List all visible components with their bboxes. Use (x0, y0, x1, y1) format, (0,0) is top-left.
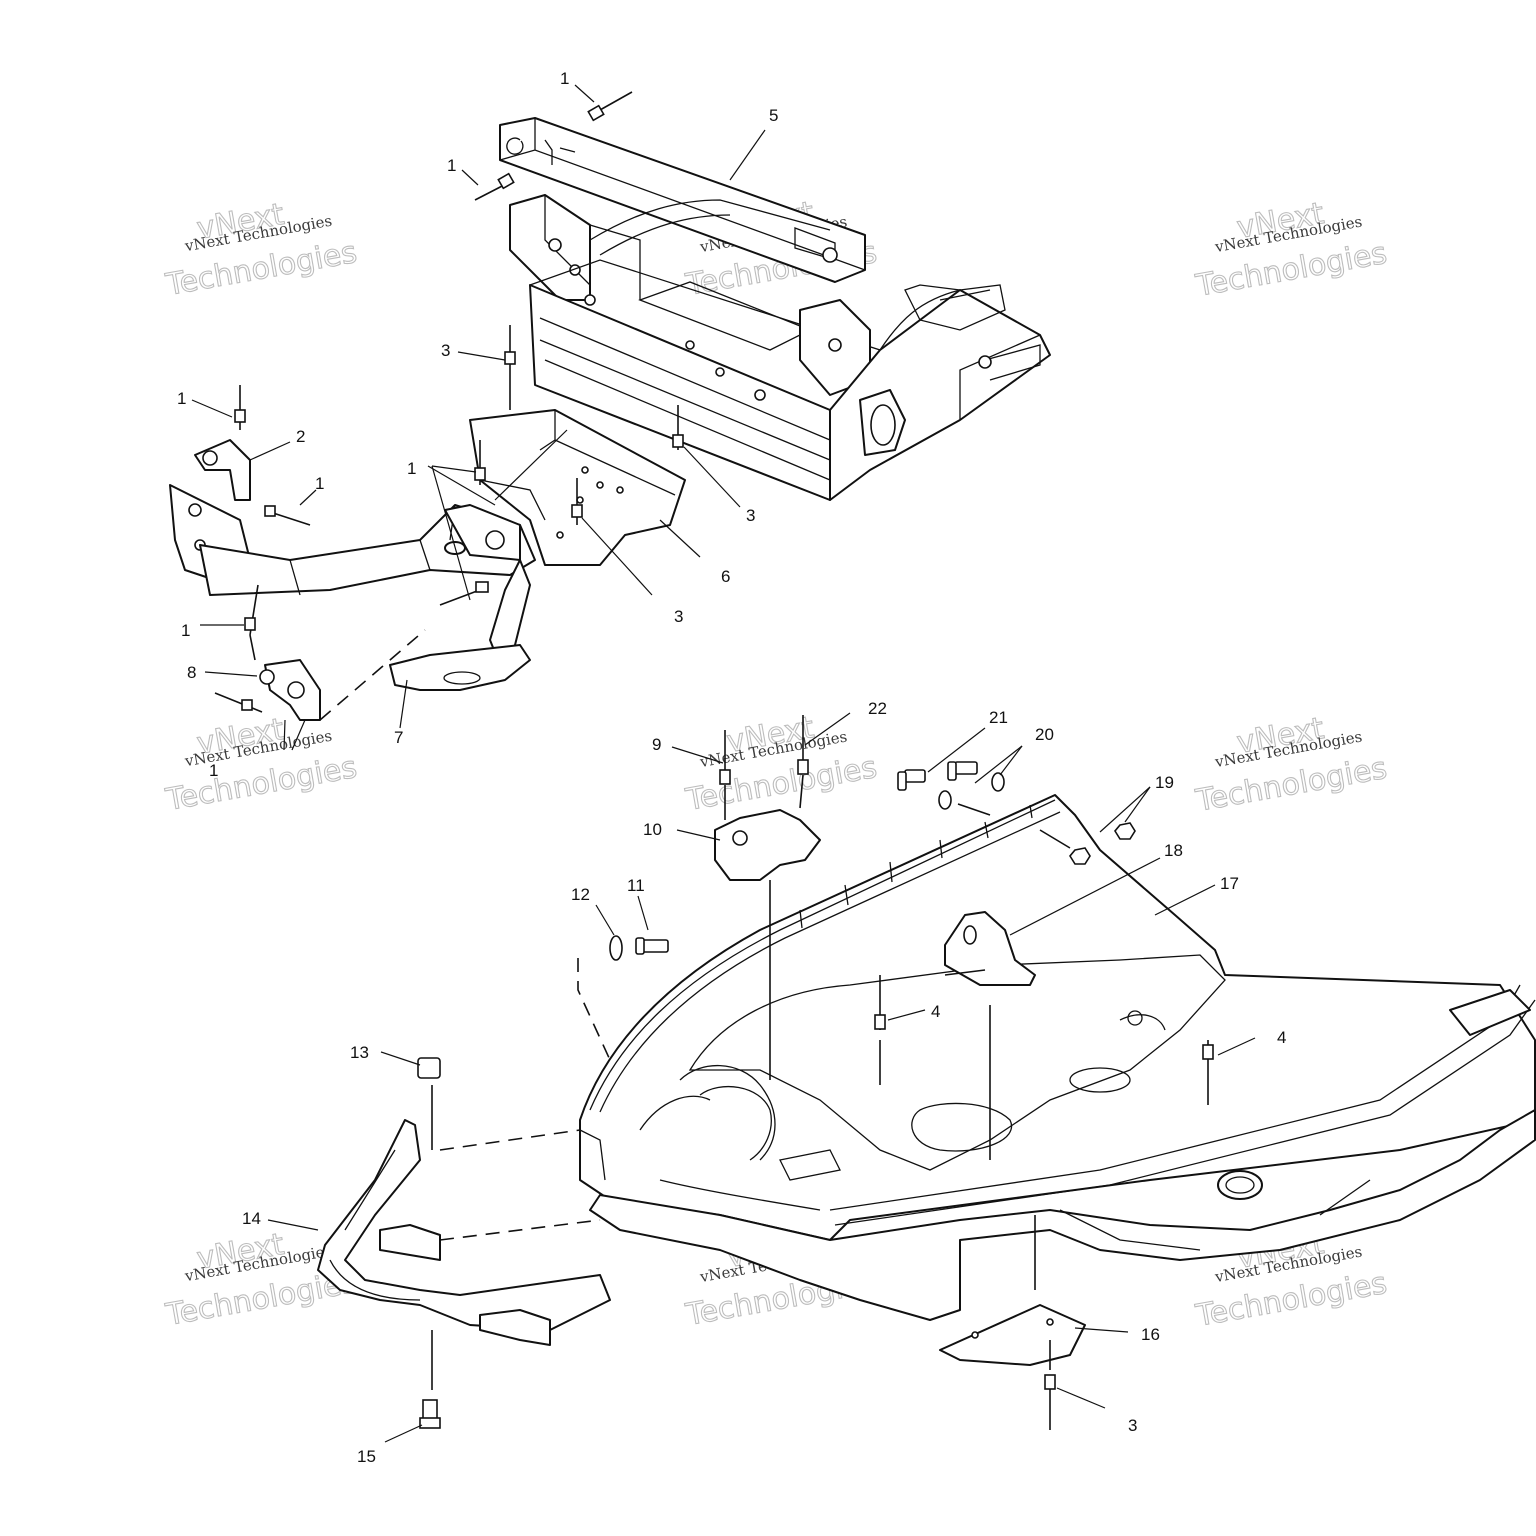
assembly-lines (431, 774, 1071, 1390)
callout-5: 5 (769, 106, 778, 125)
rivet-icon (571, 478, 583, 525)
watermark-top-right: vNext vNext Technologies Technologies (1192, 196, 1390, 305)
body-pan-assembly (579, 794, 1536, 1321)
bolt-icon (474, 172, 515, 201)
callout-1: 1 (181, 621, 190, 640)
rivet-icon (672, 405, 684, 450)
callout-17: 17 (1220, 874, 1239, 893)
front-bumper (317, 1119, 611, 1346)
callout-3: 3 (1128, 1416, 1137, 1435)
assembly-line (319, 629, 426, 721)
front-frame-assembly (499, 117, 1051, 501)
callout-1: 1 (209, 761, 218, 780)
watermark-mid-right: vNext vNext Technologies Technologies (1192, 711, 1390, 820)
nut-icon (417, 1057, 441, 1079)
rivet-icon (874, 975, 886, 1030)
callout-20: 20 (1035, 725, 1054, 744)
bolt-icon (947, 761, 978, 781)
bolt-icon (439, 581, 489, 606)
callout-1: 1 (407, 459, 416, 478)
callout-2: 2 (296, 427, 305, 446)
callout-21: 21 (989, 708, 1008, 727)
bolt-icon (897, 769, 926, 791)
callout-1: 1 (560, 69, 569, 88)
callout-3: 3 (674, 607, 683, 626)
washer-icon (609, 935, 623, 961)
rivet-icon (244, 584, 259, 636)
callout-1: 1 (447, 156, 456, 175)
watermark-mid-left: vNext vNext Technologies Technologies (162, 711, 360, 818)
rivet-icon (719, 730, 731, 785)
callout-7: 7 (394, 728, 403, 747)
bolt-icon (419, 1399, 441, 1429)
washer-icon (938, 772, 1005, 810)
nut-icon (1114, 822, 1136, 840)
bolt-icon (264, 505, 311, 526)
callout-3: 3 (441, 341, 450, 360)
callout-4: 4 (1277, 1028, 1286, 1047)
callout-9: 9 (652, 735, 661, 754)
callout-8: 8 (187, 663, 196, 682)
callout-15: 15 (357, 1447, 376, 1466)
skid-plate-16 (939, 1304, 1086, 1366)
rivet-icon (797, 715, 809, 775)
watermark-mid-center: vNext vNext Technologies Technologies (682, 710, 880, 819)
watermark-top-left: vNext vNext Technologies Technologies (162, 196, 360, 303)
callout-18: 18 (1164, 841, 1183, 860)
rivet-icon (1044, 1374, 1056, 1430)
callout-14: 14 (242, 1209, 261, 1228)
left-arm-assembly (169, 439, 536, 721)
rivet-icon (234, 385, 246, 430)
callout-19: 19 (1155, 773, 1174, 792)
callout-1: 1 (177, 389, 186, 408)
callout-4: 4 (931, 1002, 940, 1021)
callout-13: 13 (350, 1043, 369, 1062)
callout-1: 1 (315, 474, 324, 493)
callout-labels: 1 5 1 3 1 2 1 1 3 6 3 1 8 7 1 22 21 9 20… (177, 69, 1286, 1466)
callout-3: 3 (746, 506, 755, 525)
callout-16: 16 (1141, 1325, 1160, 1344)
rivet-icon (474, 440, 486, 485)
rivet-icon (504, 325, 516, 370)
rivet-icon (1202, 1040, 1214, 1105)
leader-lines (191, 84, 1256, 1443)
callout-10: 10 (643, 820, 662, 839)
callout-6: 6 (721, 567, 730, 586)
assembly-axis (249, 370, 511, 661)
nut-icon (1069, 847, 1091, 865)
bolt-icon (587, 91, 633, 122)
bolt-icon (635, 937, 669, 955)
bolt-icon (214, 692, 263, 713)
callout-22: 22 (868, 699, 887, 718)
callout-11: 11 (627, 876, 645, 895)
callout-12: 12 (571, 885, 590, 904)
